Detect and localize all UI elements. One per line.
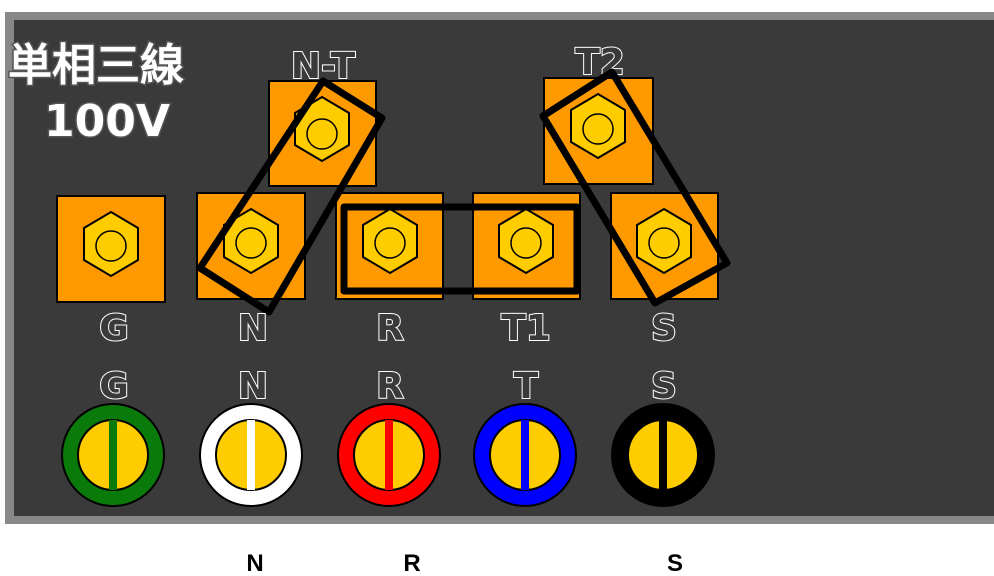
terminal-r	[335, 192, 444, 300]
terminal-s	[610, 192, 719, 300]
jumper-t2-to-s	[539, 68, 731, 307]
label-s: S	[651, 308, 677, 349]
wire-s	[611, 403, 715, 507]
wire-label-s: S	[651, 366, 677, 407]
wire-label-r: R	[376, 366, 404, 407]
label-n: N	[238, 308, 268, 349]
jumper-r-to-t1	[340, 203, 581, 295]
terminal-t1	[472, 192, 581, 300]
terminal-t2	[543, 77, 654, 185]
jumper-bars	[196, 68, 731, 316]
wire-g	[61, 403, 165, 507]
wire-t	[473, 403, 577, 507]
wire-label-t: T	[514, 366, 539, 407]
title-line1: 単相三線	[8, 40, 184, 91]
below-label-s: S	[667, 550, 683, 576]
wire-r	[337, 403, 441, 507]
terminal-g	[56, 195, 166, 303]
below-label-r: R	[403, 550, 420, 576]
label-r: R	[376, 308, 404, 349]
wire-label-n: N	[238, 366, 268, 407]
label-t1: T1	[501, 308, 551, 349]
label-g: G	[99, 308, 129, 349]
wire-n	[199, 403, 303, 507]
jumper-n-t-to-n	[196, 77, 386, 316]
below-label-n: N	[246, 550, 263, 576]
wire-label-g: G	[99, 366, 129, 407]
title-line2: 100V	[44, 96, 170, 147]
